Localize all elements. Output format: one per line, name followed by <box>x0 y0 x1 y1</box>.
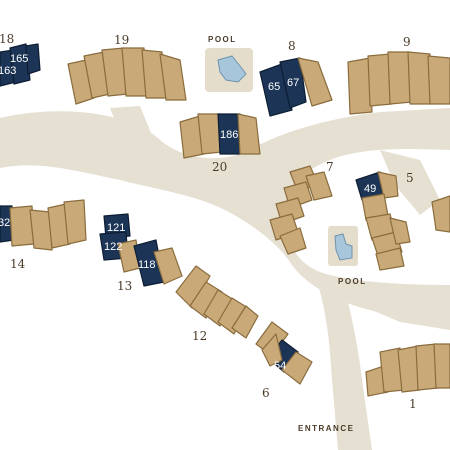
building-number-labels: 18 19 8 9 20 7 5 14 13 12 6 1 <box>0 32 417 411</box>
building-east-edge[interactable] <box>431 195 450 233</box>
unit-label-186: 186 <box>220 129 238 141</box>
unit[interactable] <box>279 227 307 255</box>
unit[interactable] <box>433 343 450 389</box>
building-label-7: 7 <box>326 160 334 174</box>
unit[interactable] <box>29 209 53 251</box>
building-14[interactable] <box>0 199 87 251</box>
road-network <box>0 106 450 450</box>
building-label-1: 1 <box>409 397 417 411</box>
spur-road-east <box>380 150 440 215</box>
unit-label-121: 121 <box>107 222 125 234</box>
unit-number-labels: 163 165 186 65 67 49 32 121 122 118 54 <box>0 53 376 372</box>
unit-165[interactable] <box>9 43 31 85</box>
building-label-18: 18 <box>0 32 14 46</box>
unit[interactable] <box>63 199 87 245</box>
unit[interactable] <box>25 43 41 75</box>
unit-label-122: 122 <box>104 241 122 253</box>
unit[interactable] <box>305 171 333 201</box>
unit[interactable] <box>347 57 373 115</box>
building-1[interactable] <box>365 343 450 397</box>
building-13[interactable] <box>99 213 183 287</box>
building-label-8: 8 <box>288 39 296 53</box>
unit-label-163: 163 <box>0 65 16 77</box>
pool-water <box>334 233 353 261</box>
unit-label-165: 165 <box>10 53 28 65</box>
unit-label-49: 49 <box>364 183 376 195</box>
main-loop-road <box>0 108 450 320</box>
building-label-12: 12 <box>192 329 207 343</box>
pool-middle <box>328 226 358 266</box>
pool-middle-label: POOL <box>338 277 367 286</box>
building-label-6: 6 <box>262 386 270 400</box>
unit-label-67: 67 <box>287 77 299 89</box>
unit[interactable] <box>231 305 259 339</box>
building-label-13: 13 <box>117 279 132 293</box>
unit-67[interactable] <box>279 57 307 109</box>
pool-water <box>217 55 247 83</box>
spur-road-south <box>360 285 450 330</box>
building-9[interactable] <box>347 51 450 115</box>
unit-label-54: 54 <box>274 360 286 372</box>
unit[interactable] <box>377 171 399 199</box>
spur-road-north <box>110 106 158 158</box>
building-7[interactable] <box>269 165 333 255</box>
unit[interactable] <box>237 113 261 155</box>
building-5[interactable] <box>355 171 411 271</box>
pool-top-label: POOL <box>208 35 237 44</box>
building-18[interactable] <box>0 43 41 87</box>
building-6[interactable] <box>255 321 313 385</box>
building-19[interactable] <box>67 47 187 105</box>
unit[interactable] <box>297 57 333 107</box>
unit[interactable] <box>427 55 450 105</box>
unit[interactable] <box>375 247 405 271</box>
entrance-road <box>318 285 372 450</box>
unit[interactable] <box>281 351 313 385</box>
unit-label-65: 65 <box>268 81 280 93</box>
unit[interactable] <box>153 247 183 285</box>
unit-label-32: 32 <box>0 217 10 229</box>
place-labels: POOL POOL ENTRANCE <box>208 35 367 433</box>
unit[interactable] <box>175 265 211 309</box>
unit[interactable] <box>159 53 187 101</box>
building-label-14: 14 <box>10 257 26 271</box>
building-12[interactable] <box>175 265 259 339</box>
unit[interactable] <box>407 51 431 105</box>
pool-top <box>205 48 253 92</box>
entrance-label: ENTRANCE <box>298 424 354 433</box>
unit[interactable] <box>261 333 283 367</box>
building-label-9: 9 <box>403 35 411 49</box>
unit[interactable] <box>431 195 450 233</box>
building-label-19: 19 <box>114 33 129 47</box>
unit[interactable] <box>389 217 411 245</box>
building-label-5: 5 <box>406 171 414 185</box>
unit-label-118: 118 <box>138 259 156 271</box>
building-20[interactable] <box>179 113 261 159</box>
building-label-20: 20 <box>212 160 227 174</box>
building-8[interactable] <box>259 57 333 117</box>
